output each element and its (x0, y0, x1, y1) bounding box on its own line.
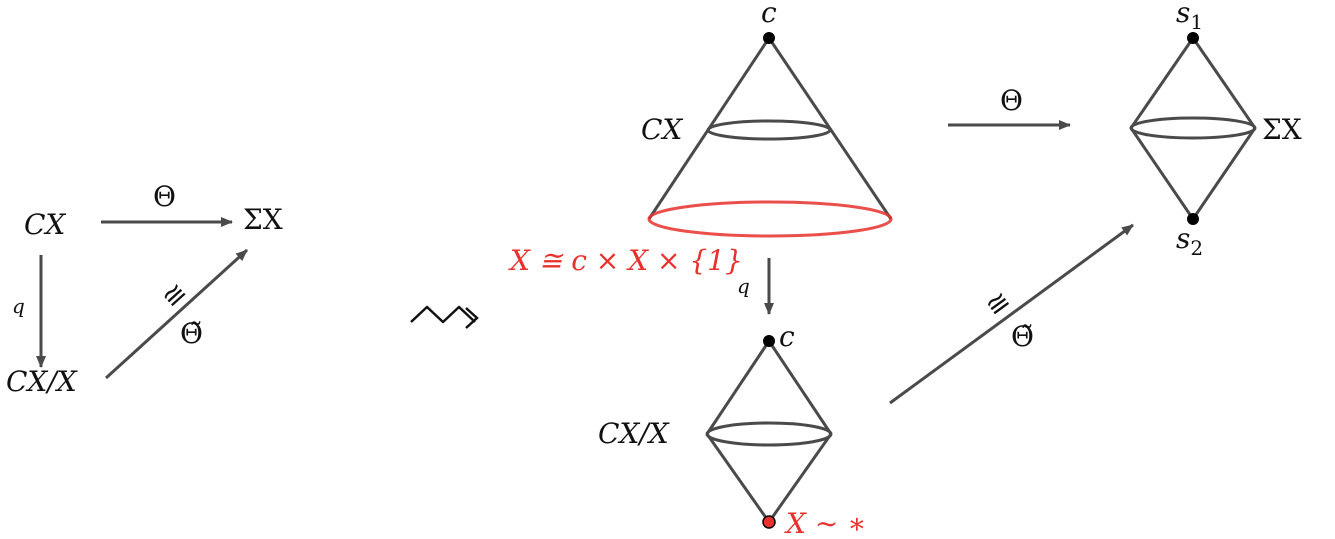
suspension-label: ΣX (1262, 113, 1302, 146)
quotient-bottom-left-edge (705, 433, 771, 523)
cone-base-ellipse (647, 200, 893, 238)
theta-tilde-label: Θ̃ (180, 317, 203, 350)
quotient-bottom-right-edge (767, 433, 833, 523)
suspension-bottom-right-edge (1191, 127, 1257, 220)
cone-level-ellipse (706, 119, 832, 141)
quotient-figure: c CX/X X ∼ ∗ (598, 320, 866, 539)
cx-mod-x-node-label: CX/X (6, 365, 78, 398)
theta-tilde-iso-label: ≅ (979, 283, 1017, 323)
quotient-level-label: CX/X (598, 417, 670, 450)
quotient-apex-dot (763, 335, 775, 347)
quotient-top-right-edge (767, 340, 833, 435)
cone-figure: c CX X ≅ c × X × {1} (508, 0, 893, 277)
theta-label: Θ (153, 180, 176, 213)
cone-level-label: CX (641, 113, 683, 146)
quotient-level-ellipse (705, 421, 833, 447)
theta-map-label: Θ (1000, 84, 1023, 117)
suspension-bottom-label: s2 (1176, 222, 1203, 260)
theta-tilde-arrow (104, 248, 249, 380)
cone-apex-label: c (761, 0, 777, 29)
suspension-bottom-left-edge (1129, 127, 1195, 220)
quotient-top-left-edge (705, 340, 771, 435)
iso-label: ≅ (155, 275, 195, 315)
theta-tilde-map-arrow (889, 223, 1134, 405)
quotient-collapsed-point-dot (762, 515, 776, 529)
suspension-top-label: s1 (1176, 0, 1203, 34)
q-label: q (12, 294, 25, 318)
suspension-top-left-edge (1129, 37, 1195, 129)
suspension-figure: s1 s2 ΣX (1129, 0, 1302, 260)
sigma-x-node-label: ΣX (243, 203, 283, 236)
quotient-apex-label: c (779, 320, 795, 353)
cx-node-label: CX (24, 208, 66, 241)
suspension-top-dot (1187, 32, 1199, 44)
quotient-bottom-label: X ∼ ∗ (784, 507, 866, 539)
theta-tilde-map-label: Θ̃ (1011, 320, 1034, 353)
squiggle-arrowhead-icon (465, 307, 479, 329)
suspension-equator-ellipse (1129, 116, 1257, 140)
cone-apex-dot (763, 32, 775, 44)
suspension-bottom-dot (1187, 213, 1199, 225)
commutative-diagram: CX ΣX CX/X Θ q ≅ Θ̃ (6, 180, 283, 398)
squiggle-arrow (410, 305, 479, 329)
squiggle-icon (410, 305, 476, 324)
q-map-label: q (737, 274, 750, 298)
suspension-top-right-edge (1191, 37, 1257, 129)
cone-base-label: X ≅ c × X × {1} (508, 244, 743, 277)
